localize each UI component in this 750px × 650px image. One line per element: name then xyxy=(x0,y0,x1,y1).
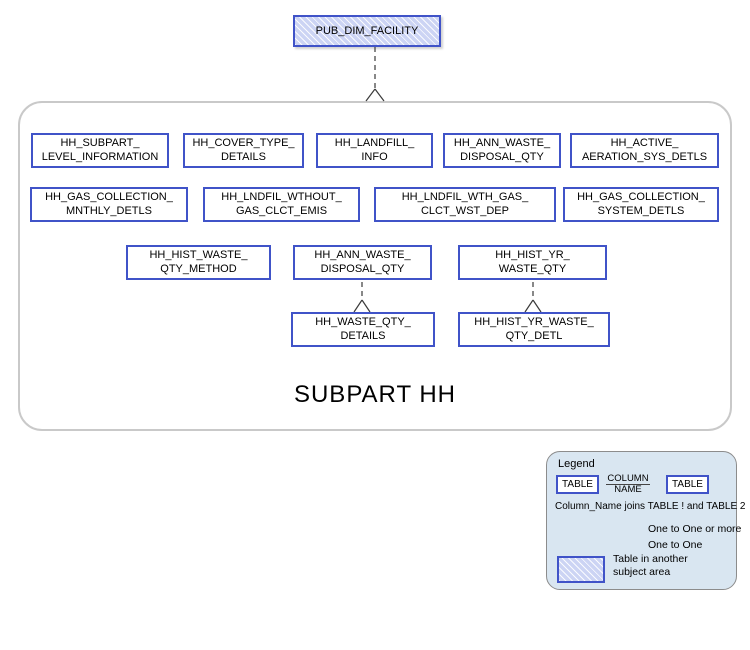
legend-column-name-label: COLUMN NAME xyxy=(606,474,650,495)
table-box-hh-gas-collection-system-detls: HH_GAS_COLLECTION_ SYSTEM_DETLS xyxy=(563,187,719,222)
another-subject-area-swatch xyxy=(557,556,605,583)
table-box-hh-hist-yr-waste-qty-detl: HH_HIST_YR_WASTE_ QTY_DETL xyxy=(458,312,610,347)
legend-another-area-text: Table in another subject area xyxy=(613,553,688,578)
table-box-hh-hist-yr-waste-qty: HH_HIST_YR_ WASTE_QTY xyxy=(458,245,607,280)
legend-column-label-line2: NAME xyxy=(614,484,642,495)
table-box-hh-lndfil-wth-gas-clct-wst-dep: HH_LNDFIL_WTH_GAS_ CLCT_WST_DEP xyxy=(374,187,556,222)
legend-table-left-box: TABLE xyxy=(556,475,599,494)
table-box-hh-active-aeration-sys-detls: HH_ACTIVE_ AERATION_SYS_DETLS xyxy=(570,133,719,168)
legend-title: Legend xyxy=(558,458,595,470)
table-box-hh-subpart-level-information: HH_SUBPART_ LEVEL_INFORMATION xyxy=(31,133,169,168)
subject-area-title: SUBPART HH xyxy=(293,381,457,408)
crow-foot-icon xyxy=(365,88,385,102)
table-box-hh-ann-waste-disposal-qty-row1: HH_ANN_WASTE_ DISPOSAL_QTY xyxy=(443,133,561,168)
table-box-hh-cover-type-details: HH_COVER_TYPE_ DETAILS xyxy=(183,133,304,168)
table-box-hh-ann-waste-disposal-qty-row3: HH_ANN_WASTE_ DISPOSAL_QTY xyxy=(293,245,432,280)
legend-table-right-box: TABLE xyxy=(666,475,709,494)
table-box-hh-hist-waste-qty-method: HH_HIST_WASTE_ QTY_METHOD xyxy=(126,245,271,280)
legend-one-to-one-or-more-label: One to One or more xyxy=(648,523,742,535)
connector-pub-dim-facility-to-subject-area xyxy=(365,47,385,102)
table-box-pub-dim-facility: PUB_DIM_FACILITY xyxy=(293,15,441,47)
legend-one-to-one-label: One to One xyxy=(648,539,703,551)
table-box-hh-gas-collection-mnthly-detls: HH_GAS_COLLECTION_ MNTHLY_DETLS xyxy=(30,187,188,222)
table-box-hh-lndfil-wthout-gas-clct-emis: HH_LNDFIL_WTHOUT_ GAS_CLCT_EMIS xyxy=(203,187,360,222)
table-box-hh-landfill-info: HH_LANDFILL_ INFO xyxy=(316,133,433,168)
table-box-hh-waste-qty-details: HH_WASTE_QTY_ DETAILS xyxy=(291,312,435,347)
legend-column-label-line1: COLUMN xyxy=(606,473,650,485)
legend-joins-text: Column_Name joins TABLE ! and TABLE 2 xyxy=(555,501,746,512)
